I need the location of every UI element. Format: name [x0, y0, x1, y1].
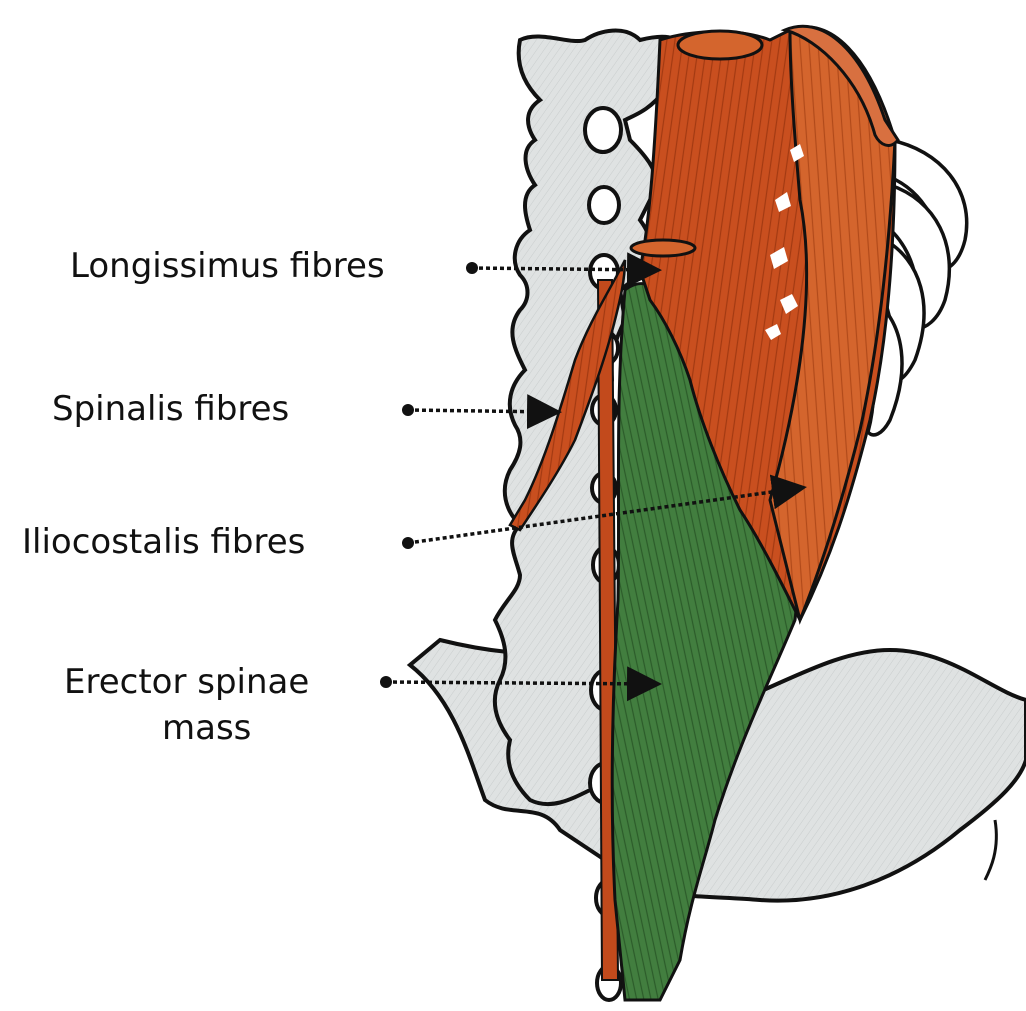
leader-dots: [380, 262, 478, 688]
leader-longissimus: [472, 268, 655, 270]
label-erector-mass: mass: [162, 708, 251, 748]
label-spinalis: Spinalis fibres: [52, 389, 289, 429]
label-iliocostalis: Iliocostalis fibres: [22, 522, 305, 562]
label-longissimus: Longissimus fibres: [70, 246, 385, 286]
label-erector-spinae: Erector spinae: [64, 662, 309, 702]
